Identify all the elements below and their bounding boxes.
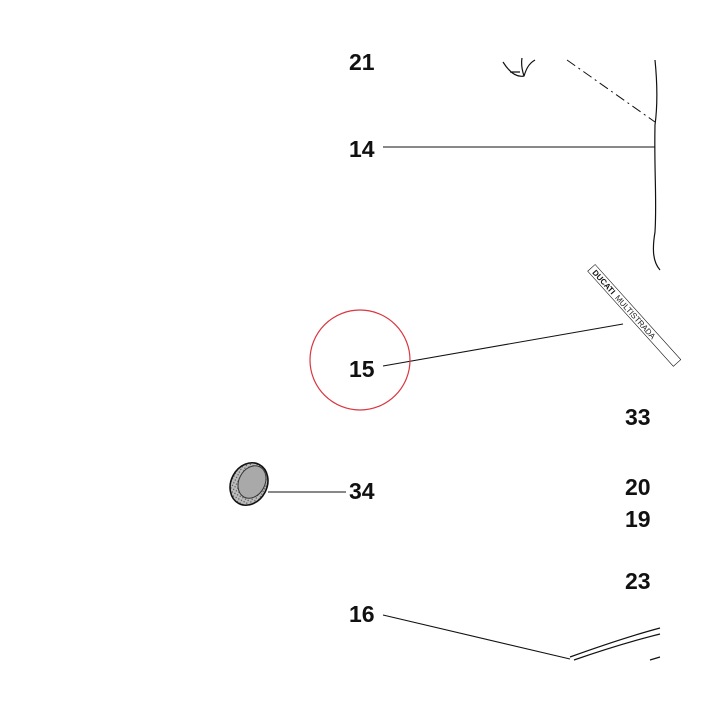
decal-brand-text: DUCATI bbox=[590, 268, 617, 296]
decal-part: DUCATI MULTISTRADA bbox=[587, 264, 682, 367]
body-panel-outline bbox=[502, 57, 661, 271]
callout-19[interactable]: 19 bbox=[625, 506, 651, 532]
callout-14[interactable]: 14 bbox=[349, 136, 375, 162]
highlight-circle bbox=[309, 309, 411, 411]
leader-15 bbox=[382, 323, 624, 367]
callout-labels: 21 14 15 33 34 20 19 23 16 bbox=[349, 49, 651, 627]
callout-20[interactable]: 20 bbox=[625, 474, 651, 500]
cap-part bbox=[229, 462, 269, 506]
decal-model-text: MULTISTRADA bbox=[613, 293, 658, 341]
callout-33[interactable]: 33 bbox=[625, 404, 651, 430]
callout-34[interactable]: 34 bbox=[349, 478, 375, 504]
callout-23[interactable]: 23 bbox=[625, 568, 651, 594]
callout-15[interactable]: 15 bbox=[349, 356, 375, 382]
callout-16[interactable]: 16 bbox=[349, 601, 375, 627]
callout-21[interactable]: 21 bbox=[349, 49, 375, 75]
top-crop-mask bbox=[300, 0, 720, 52]
leader-16 bbox=[382, 614, 571, 660]
lower-part-outline bbox=[569, 627, 661, 661]
leader-lines bbox=[268, 146, 655, 660]
